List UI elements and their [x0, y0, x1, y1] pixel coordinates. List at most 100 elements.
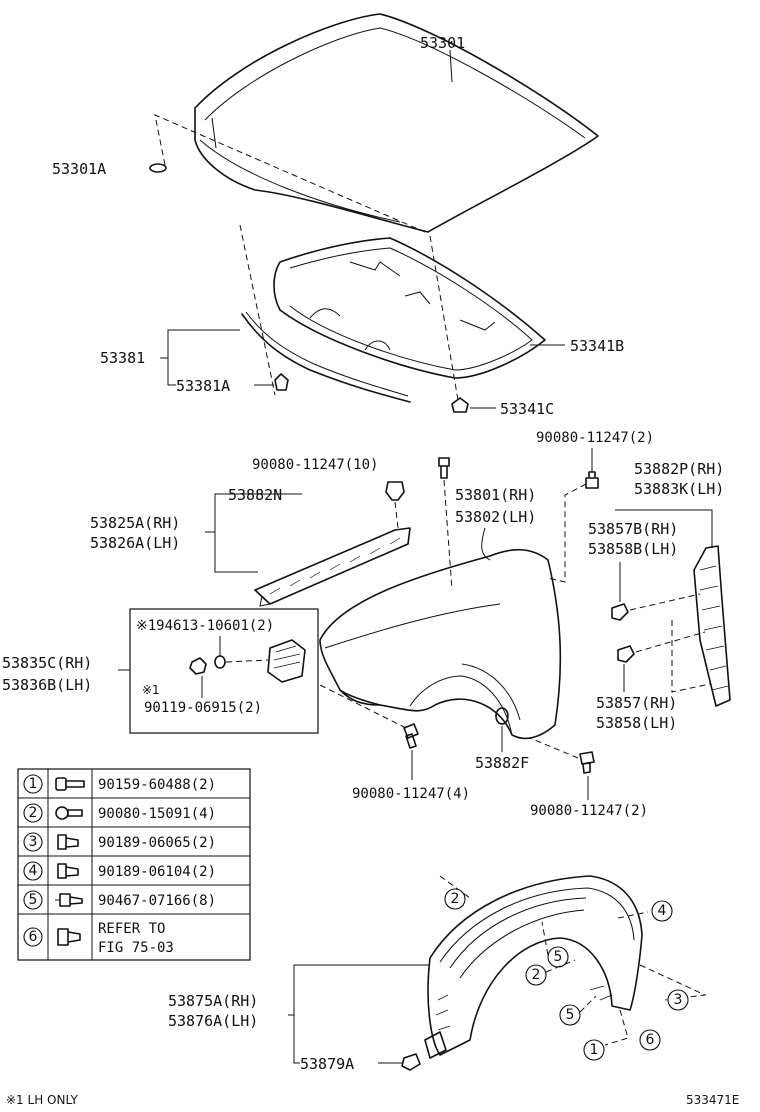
liner-callout-5b: 5: [559, 1004, 581, 1026]
bracket-part: [267, 639, 306, 683]
label-rear-seal-lower-rh: 53857(RH): [596, 694, 677, 712]
svg-text:5: 5: [554, 949, 563, 965]
hood-panel: [194, 13, 599, 233]
dash-liner-6: [604, 1009, 629, 1046]
dash-rear-bolt: [547, 483, 587, 583]
label-seal-clip-n: 53882N: [228, 486, 282, 504]
bracket-liner: [288, 964, 430, 1064]
label-liner-clip: 53879A: [300, 1055, 354, 1073]
flange-bolt-icon: [55, 806, 83, 820]
label-front-seal-lh: 53826A(LH): [90, 534, 180, 552]
liner-clip: [401, 1053, 421, 1071]
svg-text:2: 2: [451, 891, 460, 907]
label-liner-lh: 53876A(LH): [168, 1012, 258, 1030]
label-rear-clip-lh: 53883K(LH): [634, 480, 724, 498]
label-rear-bolt: 90080-11247(2): [536, 430, 654, 446]
svg-text:3: 3: [674, 992, 683, 1008]
dash-callout-5b: [579, 995, 597, 1013]
fastener-row-3: 3 90189-06065(2): [23, 832, 216, 852]
rear-seal-lower-clip: [617, 645, 635, 663]
insulator-clip: [451, 397, 469, 413]
fender-lower-rear-bolt: [579, 751, 595, 774]
svg-text:6: 6: [646, 1032, 655, 1048]
label-bracket-nut: ※194613-10601(2): [136, 618, 274, 634]
label-hood-pad: 53301A: [52, 160, 106, 178]
fender-seal-clip: [385, 481, 405, 501]
callout-circle-3: [23, 832, 43, 852]
svg-text:4: 4: [658, 903, 667, 919]
label-lower-front-bolt: 90080-11247(4): [352, 786, 470, 802]
label-bracket-note-mark: ※1: [142, 683, 160, 697]
label-fender-lh: 53802(LH): [455, 508, 536, 526]
bracket-rear-clip: [615, 509, 713, 548]
push-clip-icon: [57, 834, 79, 850]
rear-seal-upper-clip: [611, 603, 629, 621]
table-part-5: 90467-07166(8): [98, 893, 216, 909]
push-clip-icon: [57, 863, 79, 879]
callout-circle-1: [23, 774, 43, 794]
hood-insulator: [273, 237, 546, 379]
liner-callout-1: 1: [583, 1039, 605, 1061]
fastener-row-6: 6 REFER TO FIG 75-03: [23, 921, 174, 956]
label-liner-rh: 53875A(RH): [168, 992, 258, 1010]
bracket-seal: [160, 329, 274, 386]
fender-seal-front: [254, 527, 411, 607]
fender-liner: [424, 875, 643, 1059]
dash-liner-2: [439, 875, 471, 899]
label-bracket-rh: 53835C(RH): [2, 654, 92, 672]
fastener-row-2: 2 90080-15091(4): [23, 803, 216, 823]
bracket-bolt: [189, 657, 207, 675]
callout-circle-2: [23, 803, 43, 823]
table-part-6-line2: FIG 75-03: [98, 940, 174, 956]
svg-text:5: 5: [566, 1007, 575, 1023]
liner-callout-2a: 2: [444, 888, 466, 910]
front-fender: [319, 548, 562, 740]
figure-id: 533471E: [686, 1093, 739, 1107]
screw-icon: [55, 777, 85, 791]
liner-callout-6: 6: [639, 1029, 661, 1051]
table-part-2: 90080-15091(4): [98, 806, 216, 822]
svg-text:1: 1: [590, 1042, 599, 1058]
label-top-bolt: 90080-11247(10): [252, 457, 378, 473]
dash-seal-clip: [394, 501, 399, 529]
liner-callout-2b: 2: [525, 964, 547, 986]
dash-callout-2b: [545, 959, 576, 973]
rivet-clip-icon: [55, 893, 83, 907]
label-seal-clip: 53381A: [176, 377, 230, 395]
table-num-3: 3: [29, 834, 38, 850]
table-part-1: 90159-60488(2): [98, 777, 216, 793]
fender-rear-bolt: [585, 471, 599, 489]
label-insulator-clip: 53341C: [500, 400, 554, 418]
label-seal: 53381: [100, 349, 145, 367]
leader-hood: [449, 49, 453, 83]
dash-rear-upper: [629, 593, 701, 611]
fastener-row-1: 1 90159-60488(2): [23, 774, 216, 794]
fender-lower-front-bolt: [403, 723, 419, 749]
table-part-3: 90189-06065(2): [98, 835, 216, 851]
table-part-4: 90189-06104(2): [98, 864, 216, 880]
fender-seal-rear: [693, 545, 731, 707]
label-lower-rear-bolt: 90080-11247(2): [530, 803, 648, 819]
label-bracket-bolt: 90119-06915(2): [144, 700, 262, 716]
hood-seal-clip: [274, 373, 289, 391]
bracket-front-seal: [205, 493, 302, 573]
label-front-seal-rh: 53825A(RH): [90, 514, 180, 532]
fender-top-bolt: [438, 457, 450, 479]
liner-callout-4: 4: [651, 900, 673, 922]
label-rear-seal-upper-lh: 53858B(LH): [588, 540, 678, 558]
dash-bracket: [225, 659, 269, 663]
table-num-6: 6: [29, 929, 38, 945]
callout-circle-5: [23, 890, 43, 910]
leader-fender: [481, 527, 491, 561]
clip-icon: [57, 928, 81, 946]
fender-cushion: [495, 707, 509, 725]
table-num-1: 1: [29, 776, 38, 792]
label-rear-seal-lower-lh: 53858(LH): [596, 714, 677, 732]
fastener-table: [17, 768, 251, 961]
label-cushion: 53882F: [475, 754, 529, 772]
hood-insulator-pad: [149, 163, 167, 173]
dash-lower-rear-bolt: [529, 737, 579, 759]
dash-lower-front-bolt: [309, 679, 407, 729]
fastener-row-4: 4 90189-06104(2): [23, 861, 216, 881]
